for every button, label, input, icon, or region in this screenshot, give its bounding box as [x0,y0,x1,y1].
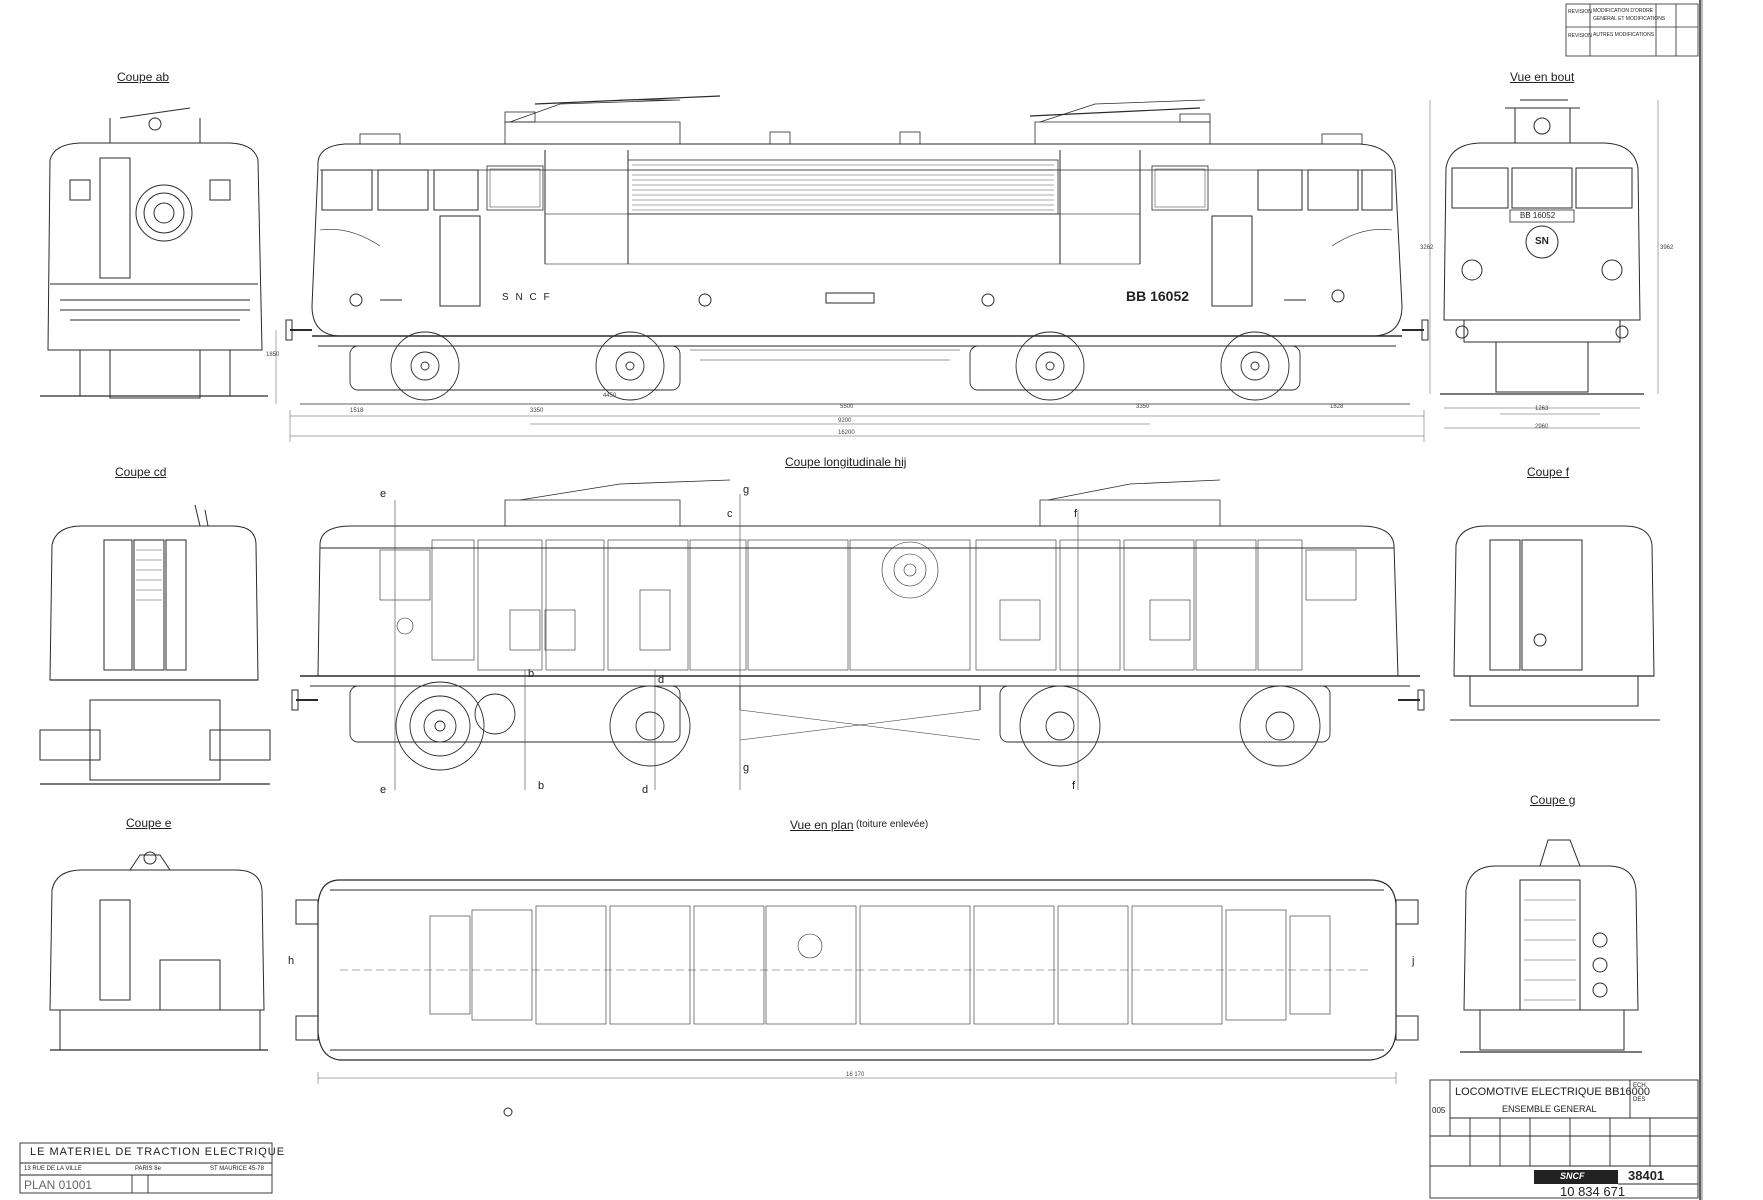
coupe-cd-view [39,504,271,785]
manufacturer-city: PARIS 8e [135,1166,161,1172]
vue-en-plan-view [295,879,1419,1117]
manufacturer-name: LE MATERIEL DE TRACTION ELECTRIQUE [30,1146,286,1158]
manufacturer-address: 13 RUE DE LA VILLE [24,1166,82,1172]
coupe-e-view [49,851,268,1051]
title-block [1429,1079,1699,1199]
revision-col-2: REVISION [1568,33,1592,39]
title-block-sncf: SNCF [1560,1171,1585,1181]
revision-row-1b: GENERAL ET MODIFICATIONS [1593,16,1666,22]
section-mark-e-bottom: e [380,784,387,796]
label-vue-en-bout: Vue en bout [1510,70,1575,84]
section-mark-d-top: d [658,674,665,686]
vue-en-bout-view [1429,99,1659,429]
manufacturer-plan-no: PLAN 01001 [24,1178,93,1192]
section-mark-d-bottom: d [642,784,649,796]
revision-row-2: AUTRES MODIFICATIONS [1593,32,1655,38]
section-mark-b-bottom: b [538,780,545,792]
loco-number: BB 16052 [1126,288,1190,304]
section-mark-h: h [288,955,295,967]
dim-bottom-3: 4450 [603,393,617,399]
coupe-ab-view [40,107,268,399]
dim-front-height-2: 3962 [1660,245,1674,251]
title-block-ref: 38401 [1628,1168,1665,1183]
title-block-subtitle: ENSEMBLE GENERAL [1502,1104,1597,1114]
coupe-longitudinale-view [291,479,1425,790]
dim-height: 1850 [266,352,280,358]
title-block-side-2: DES [1633,1097,1646,1103]
dim-front-width-2: 2960 [1535,424,1549,430]
sncf-logo: SN [1535,236,1549,247]
dim-front-height-1: 3262 [1420,245,1434,251]
label-coupe-g: Coupe g [1530,793,1576,807]
label-vue-en-plan: Vue en plan [790,818,854,832]
loco-front-number: BB 16052 [1520,211,1556,220]
coupe-f-view [1450,525,1660,721]
sncf-side-marking: S N C F [502,292,552,303]
dim-bottom-2: 3350 [530,408,544,414]
dim-plan-length: 16 170 [846,1072,865,1078]
title-block-sheet-code: 005 [1432,1106,1446,1115]
revision-col-1: REVISION [1568,9,1592,15]
dim-inner: 9200 [838,418,852,424]
title-block-side-1: ECH. [1633,1083,1648,1089]
dim-bottom-4: 5500 [840,404,854,410]
side-view [275,95,1429,442]
label-coupe-e: Coupe e [126,816,172,830]
label-coupe-f: Coupe f [1527,465,1570,479]
title-block-title: LOCOMOTIVE ELECTRIQUE BB16000 [1455,1086,1651,1098]
dim-total: 16200 [838,430,855,436]
dim-bottom-1: 1518 [350,408,364,414]
dim-front-width-1: 1263 [1535,406,1549,412]
revision-block [1565,3,1699,57]
title-block-drawing-number: 10 834 671 [1560,1184,1626,1199]
section-mark-g-bottom: g [743,762,750,774]
section-mark-f-bottom: f [1072,780,1076,792]
label-coupe-longitudinale: Coupe longitudinale hij [785,455,907,469]
dim-bottom-6: 1828 [1330,404,1344,410]
section-mark-g-top: g [743,484,750,496]
section-mark-b-top: b [528,668,535,680]
section-mark-e-top: e [380,488,387,500]
label-coupe-cd: Coupe cd [115,465,167,479]
section-mark-f-top: f [1074,508,1078,520]
manufacturer-phone: ST MAURICE 45-78 [210,1166,264,1172]
manufacturer-block [19,1142,273,1194]
section-mark-j: j [1412,955,1415,967]
label-coupe-ab: Coupe ab [117,70,170,84]
dim-bottom-5: 3350 [1136,404,1150,410]
label-vue-en-plan-note: (toiture enlevée) [856,819,929,830]
coupe-g-view [1460,839,1642,1053]
revision-row-1: MODIFICATION D'ORDRE [1593,8,1654,14]
section-mark-c-top: c [727,508,733,520]
